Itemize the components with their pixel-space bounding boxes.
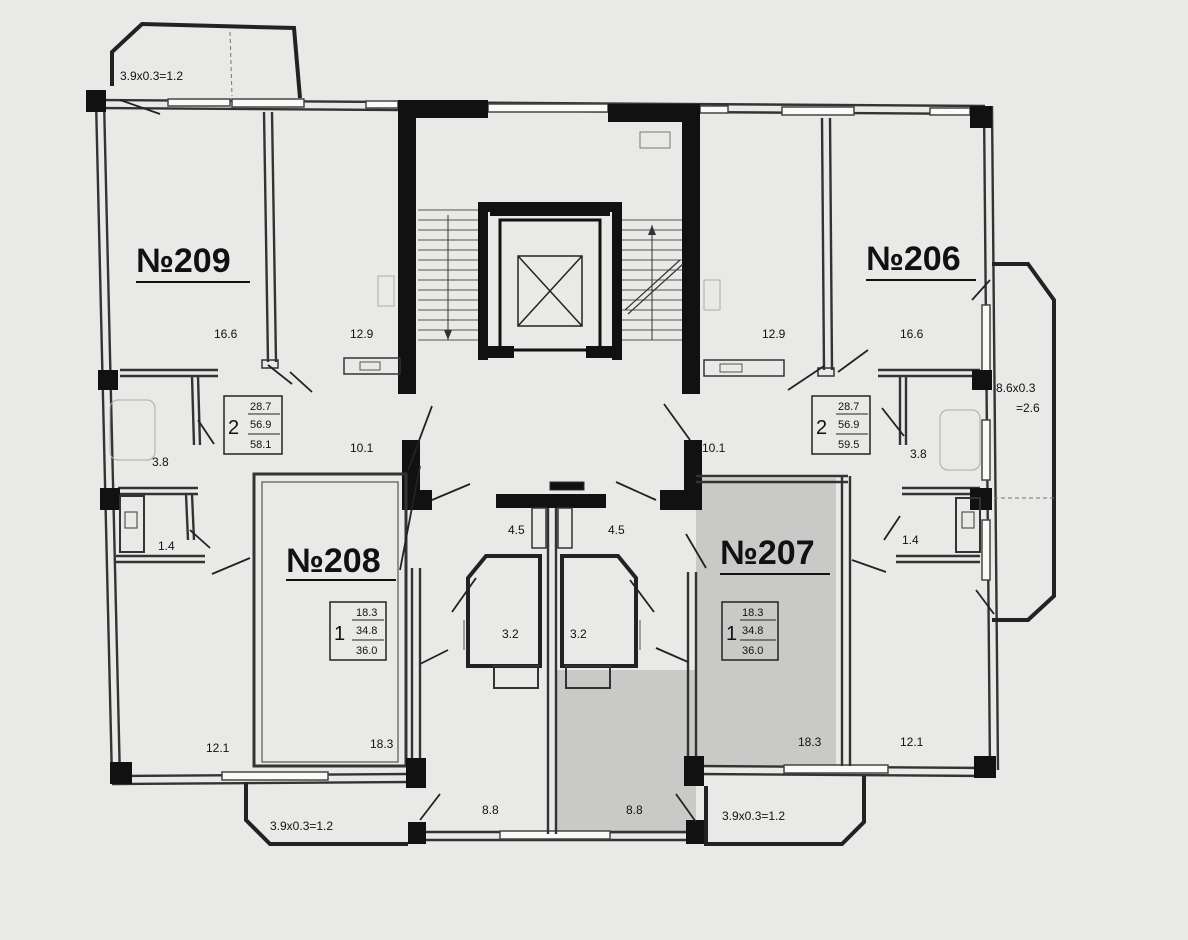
- full-area-206: 59.5: [838, 439, 859, 451]
- living-area-207: 18.3: [742, 607, 763, 619]
- walls-apt-207: [684, 474, 852, 844]
- apartment-number-206: №206: [866, 240, 961, 278]
- rooms-count-208: 1: [334, 623, 345, 645]
- room-area-206-a: 16.6: [900, 327, 924, 341]
- balcony-label-right-1: 8.6x0.3: [996, 381, 1036, 395]
- windows: [167, 98, 991, 840]
- walls-apt-208: [252, 472, 558, 844]
- door-swings: [119, 99, 995, 823]
- balcony-label-right-2: =2.6: [1016, 401, 1040, 415]
- full-area-207: 36.0: [742, 645, 763, 657]
- room-area-207-room: 18.3: [798, 735, 822, 749]
- walls-apt-206: [703, 106, 996, 778]
- room-area-209-bath: 3.8: [152, 455, 169, 469]
- room-area-209-hall: 10.1: [350, 441, 374, 455]
- room-area-208-room: 18.3: [370, 737, 394, 751]
- area-summary-207: 1 18.3 34.8 36.0: [721, 601, 779, 661]
- apartment-number-207: №207: [720, 534, 815, 572]
- total-area-207: 34.8: [742, 625, 763, 637]
- living-area-206: 28.7: [838, 401, 859, 413]
- area-summary-206: 2 28.7 56.9 59.5: [811, 395, 871, 455]
- rooms-count-207: 1: [726, 623, 737, 645]
- room-area-209-b: 12.9: [350, 327, 374, 341]
- room-area-206-wc: 1.4: [902, 533, 919, 547]
- room-area-208-bath: 3.2: [502, 627, 519, 641]
- total-area-209: 56.9: [250, 419, 271, 431]
- balcony-label-top-left: 3.9x0.3=1.2: [120, 69, 183, 83]
- room-area-206-kitchen: 12.1: [900, 735, 924, 749]
- room-area-209-wc: 1.4: [158, 539, 175, 553]
- balcony-label-bottom-right: 3.9x0.3=1.2: [722, 809, 785, 823]
- full-area-208: 36.0: [356, 645, 377, 657]
- total-area-206: 56.9: [838, 419, 859, 431]
- room-area-207-kitchen: 8.8: [626, 803, 643, 817]
- room-area-208-hall: 4.5: [508, 523, 525, 537]
- room-area-208-kitchen: 8.8: [482, 803, 499, 817]
- stair-core: [398, 100, 702, 510]
- stair-treads: [418, 131, 684, 341]
- room-area-207-bath: 3.2: [570, 627, 587, 641]
- balcony-label-bottom-left: 3.9x0.3=1.2: [270, 819, 333, 833]
- room-area-206-b: 12.9: [762, 327, 786, 341]
- bathroom-pods: [463, 507, 641, 689]
- room-area-209-kitchen: 12.1: [206, 741, 230, 755]
- walls-apt-209: [86, 90, 401, 784]
- living-area-209: 28.7: [250, 401, 271, 413]
- total-area-208: 34.8: [356, 625, 377, 637]
- living-area-208: 18.3: [356, 607, 377, 619]
- area-summary-208: 1 18.3 34.8 36.0: [329, 601, 387, 661]
- balconies: [110, 21, 1056, 846]
- room-area-207-hall: 4.5: [608, 523, 625, 537]
- room-area-206-hall: 10.1: [702, 441, 726, 455]
- room-area-206-bath: 3.8: [910, 447, 927, 461]
- apartment-number-208: №208: [286, 542, 381, 580]
- apartment-207-highlight: [556, 478, 836, 834]
- rooms-count-209: 2: [228, 417, 239, 439]
- area-summary-209: 2 28.7 56.9 58.1: [223, 395, 283, 455]
- full-area-209: 58.1: [250, 439, 271, 451]
- rooms-count-206: 2: [816, 417, 827, 439]
- room-area-209-a: 16.6: [214, 327, 238, 341]
- apartment-number-209: №209: [136, 242, 231, 280]
